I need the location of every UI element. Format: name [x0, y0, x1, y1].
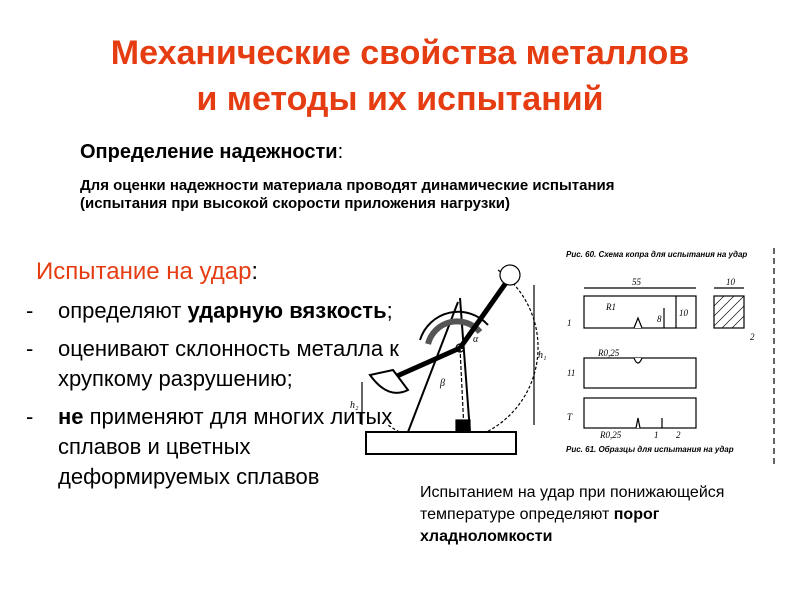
- bullet-1-tail: ;: [386, 298, 393, 323]
- base-plate: [365, 431, 517, 455]
- label-2: 2: [750, 332, 755, 342]
- definition-heading-colon: :: [337, 141, 344, 163]
- bullet-item: определяют ударную вязкость;: [26, 296, 406, 326]
- pendulum-impact-tester-drawing: h₁ h₂ α β: [350, 264, 546, 455]
- label-r1: R1: [605, 302, 616, 312]
- definition-heading: Определение надежности:: [80, 141, 343, 164]
- label-8: 8: [657, 314, 662, 324]
- bullet-item: не применяют для многих литых сплавов и …: [26, 402, 406, 492]
- impact-heading: Испытание на удар:: [36, 258, 258, 286]
- definition-heading-text: Определение надежности: [80, 141, 338, 163]
- bullet-1-bold: ударную вязкость: [187, 298, 387, 323]
- note-bold: порог хладноломкости: [420, 506, 660, 545]
- pendulum-arm-lowered: [386, 345, 462, 383]
- specimen-3: [583, 397, 697, 429]
- label-55: 55: [632, 277, 642, 287]
- bullet-3-tail: применяют для многих литых сплавов и цве…: [58, 404, 393, 489]
- impact-heading-text: Испытание на удар: [36, 258, 252, 285]
- specimen-3-notch: [635, 417, 641, 429]
- label-h2: h₂: [350, 400, 359, 411]
- bullet-3-bold: не: [58, 404, 84, 429]
- bullet-2-text: оценивают склонность металла к хрупкому …: [58, 336, 399, 391]
- label-alpha: α: [473, 334, 479, 345]
- impact-heading-colon: :: [251, 258, 259, 285]
- impact-bullet-list: определяют ударную вязкость; оценивают с…: [26, 296, 406, 500]
- specimen-2-notch: [633, 357, 643, 364]
- label-specimen-1: 1: [567, 318, 572, 328]
- definition-text: Для оценки надежности материала проводят…: [80, 177, 615, 212]
- label-specimen-3: T: [567, 412, 573, 422]
- bullet-1-lead: определяют: [58, 298, 188, 323]
- bullet-item: оценивают склонность металла к хрупкому …: [26, 334, 406, 394]
- cross-section-hatching: [713, 295, 745, 329]
- label-beta: β: [439, 378, 445, 389]
- impact-specimens-drawing: 55 10 R1 8 10 2 1 R0,25 11 T R0,25 1 2: [567, 248, 775, 464]
- slide-title: Механические свойства металлов и методы …: [0, 30, 800, 122]
- column-right: [459, 297, 471, 433]
- label-10-top: 10: [726, 277, 736, 287]
- figure-61-caption: Рис. 61. Образцы для испытания на удар: [566, 445, 734, 454]
- label-1: 1: [654, 430, 659, 440]
- note-text: Испытанием на удар при понижающейся темп…: [420, 484, 725, 523]
- label-h1: h₁: [538, 350, 546, 361]
- label-10-side: 10: [679, 308, 689, 318]
- cold-brittleness-note: Испытанием на удар при понижающейся темп…: [420, 482, 790, 548]
- title-line-2: и методы их испытаний: [196, 80, 604, 118]
- title-line-1: Механические свойства металлов: [110, 34, 690, 72]
- label-2-bottom: 2: [676, 430, 681, 440]
- specimen-1-notch: [633, 316, 643, 329]
- pendulum-hammer: [368, 368, 410, 394]
- label-specimen-2: 11: [567, 368, 575, 378]
- pendulum-arm-raised: [457, 278, 511, 350]
- label-r025-b: R0,25: [599, 430, 622, 440]
- anvil: [455, 419, 471, 433]
- figure-60-caption: Рис. 60. Схема копра для испытания на уд…: [566, 250, 748, 259]
- cross-section: [713, 295, 745, 329]
- vertical-reference: [459, 347, 465, 431]
- pendulum-head-raised: [499, 264, 521, 286]
- label-r025-a: R0,25: [597, 348, 620, 358]
